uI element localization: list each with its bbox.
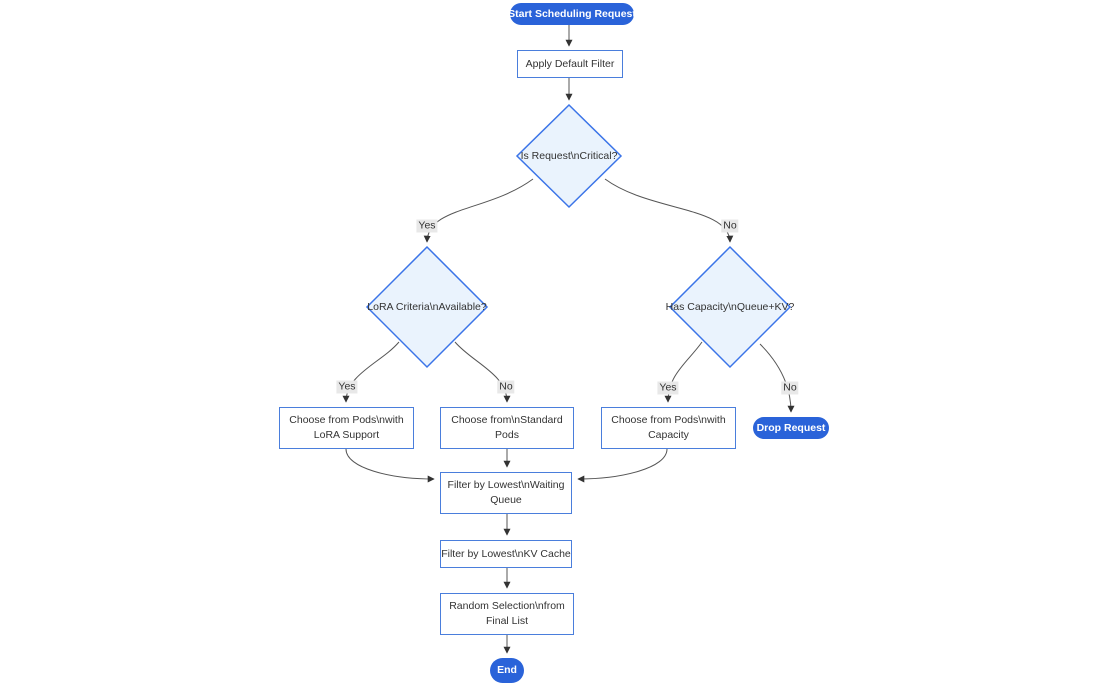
node-end-label: End [497, 664, 517, 676]
node-random-selection-line1: Random Selection\nfrom [449, 600, 565, 612]
edge-capacity-yes-to-choose-capacity [664, 341, 703, 403]
node-choose-capacity-pods: Choose from Pods\nwith Capacity [601, 407, 736, 449]
node-filter-waiting-queue: Filter by Lowest\nWaiting Queue [440, 472, 572, 514]
node-random-selection: Random Selection\nfrom Final List [440, 593, 574, 635]
edge-lora-no-to-choose-standard [454, 341, 511, 403]
edge-capacity-no-to-drop [759, 343, 795, 413]
edge-is-critical-no-to-capacity [604, 178, 734, 243]
node-end: End [490, 658, 524, 683]
node-filter-kv-cache: Filter by Lowest\nKV Cache [440, 540, 572, 568]
edge-label-capacity-yes: Yes [657, 381, 679, 395]
node-random-selection-line2: Final List [485, 615, 528, 627]
node-choose-lora-pods-line2: LoRA Support [313, 429, 380, 441]
edge-label-lora-yes: Yes [336, 380, 358, 394]
decision-is-critical-label: Is Request\nCritical? [520, 150, 618, 162]
edge-label-capacity-no: No [781, 381, 799, 395]
node-filter-kv-cache-label: Filter by Lowest\nKV Cache [441, 547, 571, 560]
node-choose-standard-pods-line1: Choose from\nStandard [451, 414, 563, 426]
decision-has-capacity [668, 245, 792, 369]
edge-label-lora-no: No [497, 380, 515, 394]
edge-choose-lora-to-filter-waiting [345, 448, 435, 483]
node-choose-lora-pods: Choose from Pods\nwith LoRA Support [279, 407, 414, 449]
decision-lora-criteria-label: LoRA Criteria\nAvailable? [367, 301, 487, 313]
edge-choose-capacity-to-filter-waiting [577, 448, 668, 483]
node-apply-default-filter: Apply Default Filter [517, 50, 623, 78]
decision-lora-criteria [365, 245, 489, 369]
decision-is-critical [515, 103, 623, 209]
decision-has-capacity-label: Has Capacity\nQueue+KV? [665, 301, 795, 313]
node-drop-request-label: Drop Request [756, 421, 826, 434]
edge-is-critical-yes-to-lora [423, 178, 534, 243]
node-choose-standard-pods-line2: Pods [495, 429, 519, 441]
node-filter-waiting-queue-line1: Filter by Lowest\nWaiting [447, 479, 565, 491]
edge-label-critical-yes: Yes [416, 219, 438, 233]
edge-label-critical-no: No [721, 219, 739, 233]
node-start: Start Scheduling Request [508, 3, 636, 25]
node-choose-standard-pods: Choose from\nStandard Pods [440, 407, 574, 449]
node-choose-capacity-pods-line1: Choose from Pods\nwith [611, 414, 726, 426]
node-choose-capacity-pods-line2: Capacity [648, 429, 689, 441]
node-drop-request: Drop Request [753, 417, 829, 439]
node-apply-default-filter-label: Apply Default Filter [525, 57, 615, 70]
edge-lora-yes-to-choose-lora [342, 341, 400, 403]
node-start-label: Start Scheduling Request [508, 7, 636, 20]
node-choose-lora-pods-line1: Choose from Pods\nwith [289, 414, 404, 426]
node-filter-waiting-queue-line2: Queue [490, 494, 522, 506]
